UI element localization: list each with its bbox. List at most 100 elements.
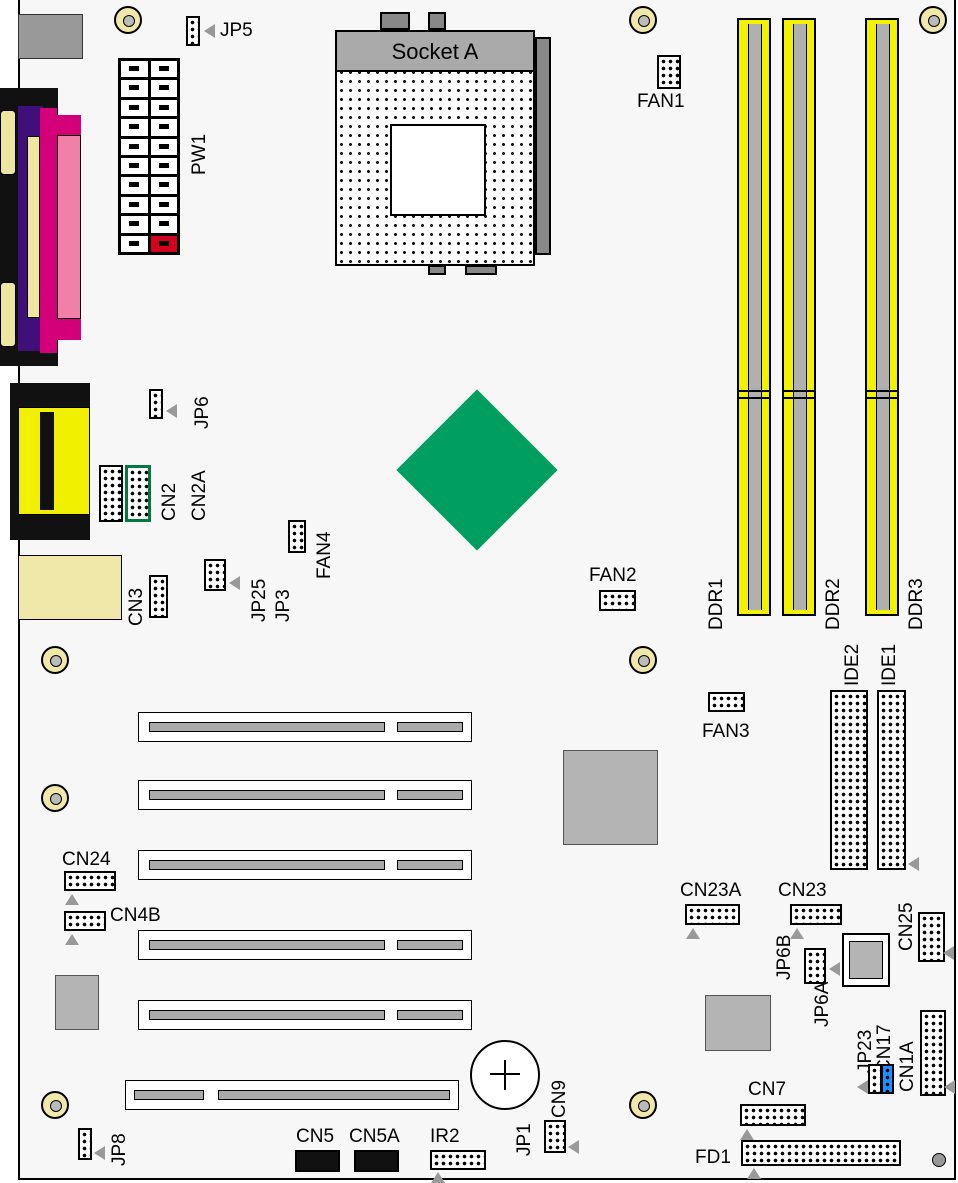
pin1-marker-icon — [790, 928, 804, 939]
pin1-marker-icon — [568, 1140, 579, 1154]
com-port-pins — [27, 136, 40, 318]
pci-slot-3[interactable] — [138, 850, 472, 880]
power-pin — [121, 177, 148, 194]
ide2-connector[interactable] — [830, 690, 868, 870]
cn23a-header[interactable] — [685, 904, 740, 925]
power-pin — [150, 99, 177, 117]
ddr1-slot[interactable] — [737, 18, 771, 616]
ide2-label: IDE2 — [842, 643, 863, 686]
pci-slot-1[interactable] — [138, 712, 472, 742]
mounting-hole — [629, 1091, 657, 1119]
cn5-label: CN5 — [296, 1126, 335, 1147]
ddr2-slot[interactable] — [782, 18, 816, 616]
pin1-marker-icon — [944, 1080, 955, 1094]
power-pin — [150, 235, 177, 252]
power-pin — [150, 119, 177, 136]
socket-lever[interactable] — [535, 37, 551, 255]
jp8-label: JP8 — [109, 1133, 130, 1166]
mounting-hole — [629, 6, 657, 34]
mounting-point — [932, 1153, 946, 1167]
mounting-hole — [41, 784, 69, 812]
cn4b-header[interactable] — [64, 911, 106, 931]
cn25-header[interactable] — [918, 912, 945, 962]
ddr3-slot[interactable] — [865, 18, 899, 616]
power-pin — [121, 196, 148, 214]
power-pin — [121, 157, 148, 175]
power-pin — [150, 61, 177, 78]
mounting-hole — [114, 6, 142, 34]
power-pin — [121, 99, 148, 117]
cn24-label: CN24 — [62, 849, 111, 870]
mounting-hole — [629, 646, 657, 674]
pin1-marker-icon — [65, 934, 79, 945]
cn24-header[interactable] — [64, 871, 116, 891]
cn23-label: CN23 — [778, 880, 827, 901]
pin1-marker-icon — [747, 1168, 761, 1179]
jp5-header[interactable] — [186, 16, 200, 46]
power-pin — [150, 80, 177, 97]
ir2-label: IR2 — [430, 1126, 460, 1147]
port-edge — [0, 282, 16, 347]
jp8-header[interactable] — [78, 1128, 92, 1160]
socket-tab — [428, 265, 446, 275]
cn7-header[interactable] — [740, 1104, 806, 1126]
parallel-port — [40, 108, 57, 353]
fan4-header[interactable] — [288, 520, 306, 553]
cn2-label: CN2 — [159, 482, 180, 521]
jp25-jp3-header[interactable] — [204, 559, 226, 591]
expansion-slot[interactable] — [125, 1080, 459, 1110]
fan4-label: FAN4 — [314, 531, 335, 579]
cn5-connector[interactable] — [295, 1150, 340, 1172]
fan1-label: FAN1 — [637, 91, 685, 112]
cn2a-header[interactable] — [125, 465, 151, 522]
audio-connector — [18, 555, 122, 620]
cn3-header[interactable] — [149, 575, 168, 618]
power-pin — [150, 157, 177, 175]
cn5a-connector[interactable] — [354, 1150, 399, 1172]
mounting-hole — [41, 1091, 69, 1119]
socket-center — [390, 124, 486, 216]
cn25-label: CN25 — [896, 902, 917, 951]
southbridge-chip — [563, 750, 658, 845]
jp6-header[interactable] — [149, 389, 163, 419]
cn17-header[interactable] — [881, 1064, 894, 1094]
floppy-connector[interactable] — [741, 1140, 901, 1166]
pin1-marker-icon — [204, 24, 215, 38]
jp1-cn9-header[interactable] — [544, 1120, 566, 1153]
jp6-ab-header[interactable] — [804, 948, 826, 984]
jp6b-label: JP6B — [774, 934, 795, 980]
serial-port-divider — [40, 412, 54, 510]
cn2a-label: CN2A — [189, 470, 210, 521]
pci-slot-5[interactable] — [138, 1000, 472, 1030]
jp6a-label: JP6A — [812, 981, 833, 1027]
power-pin — [150, 216, 177, 233]
jp23-header[interactable] — [868, 1064, 882, 1094]
fan3-header[interactable] — [708, 692, 745, 712]
pci-slot-2[interactable] — [138, 780, 472, 810]
pin1-marker-icon — [829, 962, 840, 976]
power-pin — [121, 61, 148, 78]
ide1-connector[interactable] — [877, 690, 906, 870]
pin1-marker-icon — [65, 894, 79, 905]
power-pin — [150, 138, 177, 155]
fan1-header[interactable] — [657, 55, 681, 89]
socket-tab — [380, 12, 410, 30]
cn7-label: CN7 — [748, 1079, 787, 1100]
serial-port — [18, 407, 90, 515]
ddr1-label: DDR1 — [706, 578, 727, 630]
power-pin — [150, 196, 177, 214]
cn23-header[interactable] — [790, 904, 842, 925]
cn1a-label: CN1A — [897, 1041, 918, 1092]
cn23a-label: CN23A — [680, 880, 742, 901]
power-pin — [121, 235, 148, 252]
cn2-header[interactable] — [99, 465, 123, 522]
jp3-label: JP3 — [273, 589, 294, 622]
ide1-label: IDE1 — [879, 643, 900, 686]
pci-slot-4[interactable] — [138, 930, 472, 960]
pin1-marker-icon — [943, 946, 954, 960]
ddr2-label: DDR2 — [823, 578, 844, 630]
cn4b-label: CN4B — [110, 905, 161, 926]
fan2-header[interactable] — [599, 590, 636, 611]
ir2-header[interactable] — [430, 1150, 486, 1170]
cn1a-header[interactable] — [920, 1010, 946, 1096]
